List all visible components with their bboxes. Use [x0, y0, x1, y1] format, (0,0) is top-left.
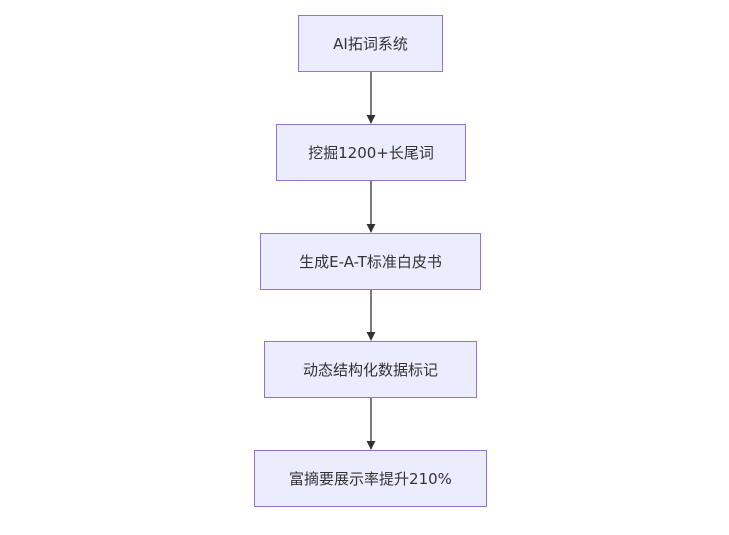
node-label: 富摘要展示率提升210% [289, 470, 452, 488]
node-ai-keyword-system: AI拓词系统 [298, 15, 443, 72]
node-label: 动态结构化数据标记 [302, 361, 438, 379]
node-label: 生成E-A-T标准白皮书 [299, 253, 442, 271]
node-long-tail-mining: 挖掘1200+长尾词 [276, 124, 466, 181]
node-structured-data-markup: 动态结构化数据标记 [264, 341, 477, 398]
node-label: AI拓词系统 [333, 35, 408, 53]
node-eat-whitepaper: 生成E-A-T标准白皮书 [260, 233, 481, 290]
node-rich-snippet-rate: 富摘要展示率提升210% [254, 450, 487, 507]
node-label: 挖掘1200+长尾词 [308, 144, 434, 162]
